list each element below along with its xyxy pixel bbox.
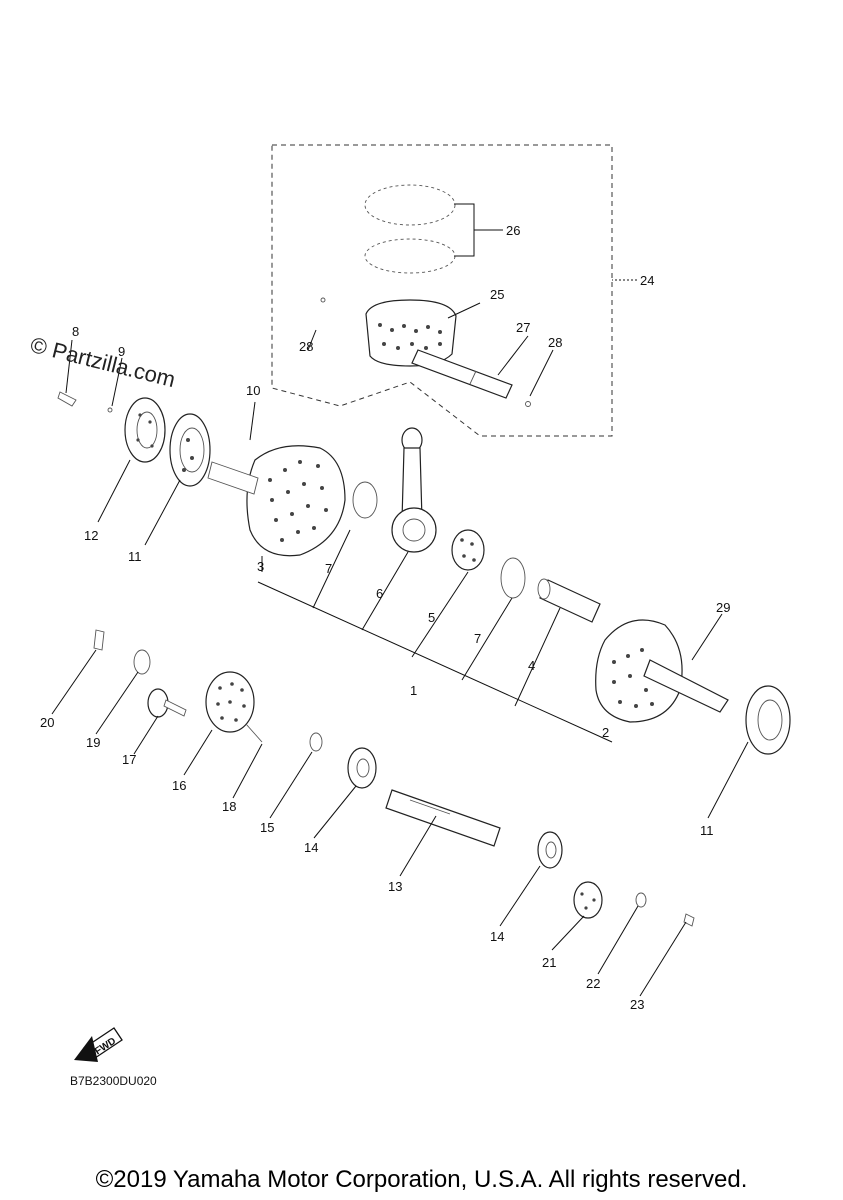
callout-25: 25 <box>490 287 504 302</box>
piston-assembly-box <box>271 144 613 437</box>
callout-17: 17 <box>122 752 136 767</box>
callout-26: 26 <box>506 223 520 238</box>
small-washer <box>57 391 113 413</box>
callout-18: 18 <box>222 799 236 814</box>
crank-right-half <box>595 619 729 723</box>
fwd-arrow-icon: FWD <box>74 1027 123 1062</box>
callout-10: 10 <box>246 383 260 398</box>
bearing-14-right <box>537 831 563 869</box>
callout-15: 15 <box>260 820 274 835</box>
callout-28-left: 28 <box>299 339 313 354</box>
washer-19 <box>133 649 151 675</box>
needle-bearing <box>451 529 485 571</box>
washer-22 <box>635 892 647 908</box>
callout-22: 22 <box>586 976 600 991</box>
callout-2: 2 <box>602 725 609 740</box>
collar-15 <box>309 732 323 752</box>
callout-16: 16 <box>172 778 186 793</box>
callout-21: 21 <box>542 955 556 970</box>
balancer-gear <box>205 671 263 743</box>
piston <box>365 299 457 367</box>
piston-pin <box>411 349 513 399</box>
bearing-14-left <box>347 747 377 789</box>
callout-13: 13 <box>388 879 402 894</box>
diagram-code: B7B2300DU020 <box>70 1074 157 1088</box>
copyright-notice: ©2019 Yamaha Motor Corporation, U.S.A. A… <box>95 1166 748 1193</box>
balancer-drive-gear <box>147 688 187 718</box>
bearing <box>124 397 166 463</box>
callout-1: 1 <box>410 683 417 698</box>
balancer-weight <box>573 881 603 919</box>
piston-pin-clip <box>320 297 531 407</box>
callout-28-right: 28 <box>548 335 562 350</box>
callout-14-left: 14 <box>304 840 318 855</box>
thrust-washer <box>352 481 526 599</box>
callout-4: 4 <box>528 658 535 673</box>
balancer-shaft <box>385 789 501 847</box>
callout-3: 3 <box>257 559 264 574</box>
callout-9: 9 <box>118 344 125 359</box>
leader-lines <box>51 279 749 997</box>
crank-left-half <box>207 445 346 557</box>
callout-5: 5 <box>428 610 435 625</box>
callout-7-right: 7 <box>474 631 481 646</box>
callout-24: 24 <box>640 273 654 288</box>
callout-labels: 8 9 10 12 11 3 7 6 5 7 4 1 2 26 24 25 27… <box>40 223 730 1012</box>
nut-23 <box>683 913 695 927</box>
oil-seal-right <box>745 685 791 755</box>
callout-7-left: 7 <box>325 561 332 576</box>
connecting-rod <box>391 427 437 553</box>
callout-8: 8 <box>72 324 79 339</box>
callout-27: 27 <box>516 320 530 335</box>
callout-11-right: 11 <box>700 823 714 838</box>
callout-20: 20 <box>40 715 54 730</box>
callout-23: 23 <box>630 997 644 1012</box>
callout-29: 29 <box>716 600 730 615</box>
callout-19: 19 <box>86 735 100 750</box>
callout-6: 6 <box>376 586 383 601</box>
oil-seal <box>169 413 211 487</box>
piston-rings <box>364 184 503 274</box>
crank-pin <box>537 578 601 623</box>
callout-12: 12 <box>84 528 98 543</box>
callout-11-left: 11 <box>128 549 142 564</box>
callout-14-right: 14 <box>490 929 504 944</box>
bolt <box>93 629 105 651</box>
